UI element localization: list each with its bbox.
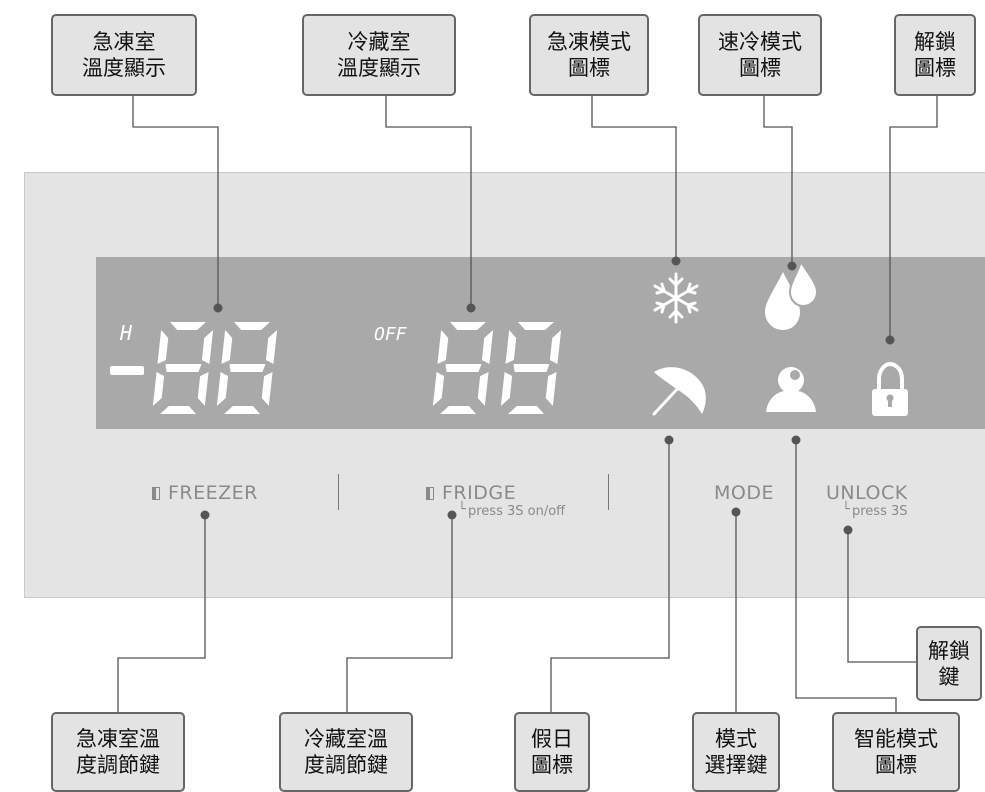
fridge-key-label: FRIDGE bbox=[442, 482, 517, 504]
digit-segment bbox=[518, 322, 554, 330]
callout-mode-key: 模式 選擇鍵 bbox=[692, 712, 780, 792]
fridge-digit-1 bbox=[432, 322, 494, 414]
freezer-prefix: H bbox=[119, 321, 133, 345]
callout-unlock-key: 解鎖 鍵 bbox=[916, 626, 982, 701]
digit-segment bbox=[549, 330, 562, 364]
digit-segment bbox=[152, 372, 165, 406]
digit-segment bbox=[201, 330, 214, 364]
digit-segment bbox=[170, 322, 206, 330]
digit-segment bbox=[221, 330, 233, 364]
digit-segment bbox=[432, 372, 445, 406]
fridge-digit-2 bbox=[500, 322, 562, 414]
lock-icon bbox=[872, 361, 908, 416]
digit-segment bbox=[437, 330, 449, 364]
digit-segment bbox=[261, 372, 273, 406]
freezer-digit-1 bbox=[152, 322, 214, 414]
lcd-display bbox=[96, 257, 985, 429]
callout-freeze-mode-icon: 急凍模式 圖標 bbox=[529, 14, 649, 96]
unlock-key-hint-corner: └ bbox=[842, 502, 850, 517]
digit-segment bbox=[229, 364, 266, 372]
callout-freezer-temp-display: 急凍室 溫度顯示 bbox=[51, 14, 197, 96]
callout-holiday-icon: 假日 圖標 bbox=[514, 712, 590, 792]
mode-key[interactable]: MODE bbox=[714, 482, 774, 504]
umbrella-icon bbox=[652, 367, 706, 416]
digit-segment bbox=[477, 372, 489, 406]
fridge-prefix: OFF bbox=[374, 324, 408, 345]
digit-segment bbox=[440, 406, 476, 414]
divider-1 bbox=[338, 474, 339, 510]
divider-2 bbox=[608, 474, 609, 510]
callout-quick-cool-icon: 速冷模式 圖標 bbox=[698, 14, 822, 96]
fridge-key-hint-corner: └ bbox=[458, 502, 466, 517]
digit-segment bbox=[500, 372, 513, 406]
unlock-key[interactable]: UNLOCK bbox=[826, 482, 908, 504]
digit-segment bbox=[224, 406, 260, 414]
fridge-key[interactable]: FRIDGE bbox=[426, 482, 516, 504]
minus-segment bbox=[110, 366, 144, 375]
freezer-key-indicator bbox=[152, 486, 160, 500]
digit-segment bbox=[157, 330, 169, 364]
callout-fridge-adjust-key: 冷藏室溫 度調節鍵 bbox=[279, 712, 413, 792]
digit-segment bbox=[445, 364, 482, 372]
snowflake-icon bbox=[653, 272, 699, 324]
digit-segment bbox=[481, 330, 494, 364]
callout-unlock-icon: 解鎖 圖標 bbox=[894, 14, 976, 96]
digit-segment bbox=[450, 322, 486, 330]
freezer-key-label: FREEZER bbox=[168, 482, 258, 504]
digit-segment bbox=[216, 372, 229, 406]
freezer-key[interactable]: FREEZER bbox=[152, 482, 258, 504]
unlock-key-hint: press 3S bbox=[852, 504, 908, 519]
digit-segment bbox=[234, 322, 270, 330]
digit-segment bbox=[160, 406, 196, 414]
digit-segment bbox=[508, 406, 544, 414]
fridge-key-hint: press 3S on/off bbox=[468, 504, 566, 519]
digit-segment bbox=[513, 364, 550, 372]
callout-fridge-temp-display: 冷藏室 溫度顯示 bbox=[302, 14, 456, 96]
digit-segment bbox=[165, 364, 202, 372]
digit-segment bbox=[545, 372, 557, 406]
digit-segment bbox=[197, 372, 209, 406]
droplets-icon bbox=[765, 259, 819, 330]
freezer-digit-2 bbox=[216, 322, 278, 414]
callout-freezer-adjust-key: 急凍室溫 度調節鍵 bbox=[51, 712, 185, 792]
digit-segment bbox=[265, 330, 278, 364]
person-icon bbox=[766, 367, 816, 412]
digit-segment bbox=[505, 330, 517, 364]
fridge-key-indicator bbox=[426, 486, 434, 500]
